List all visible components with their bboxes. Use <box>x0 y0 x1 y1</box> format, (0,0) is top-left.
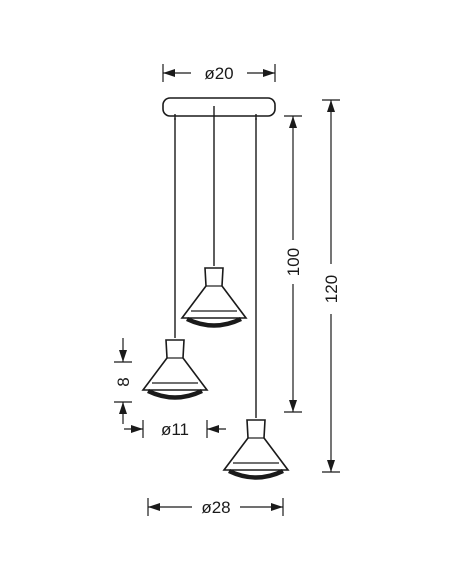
ceiling-canopy <box>162 97 276 117</box>
canopy-diameter-label: ø20 <box>204 64 233 83</box>
dimension-cluster-diameter: ø28 <box>147 498 284 517</box>
dimension-canopy-diameter: ø20 <box>162 64 276 83</box>
cluster-diameter-label: ø28 <box>201 498 230 517</box>
shade-left <box>141 339 209 400</box>
dimension-drop-short: 100 <box>284 115 303 413</box>
shade-diameter-label: ø11 <box>161 420 189 439</box>
shade-middle <box>180 267 248 328</box>
dimension-drop-total: 120 <box>322 99 341 473</box>
drop-short-label: 100 <box>284 248 303 276</box>
shade-right <box>222 419 290 480</box>
shade-height-label: 8 <box>114 377 133 386</box>
dimension-shade-height: 8 <box>114 338 133 424</box>
drop-total-label: 120 <box>322 275 341 303</box>
dimension-shade-diameter: ø11 <box>124 420 226 439</box>
